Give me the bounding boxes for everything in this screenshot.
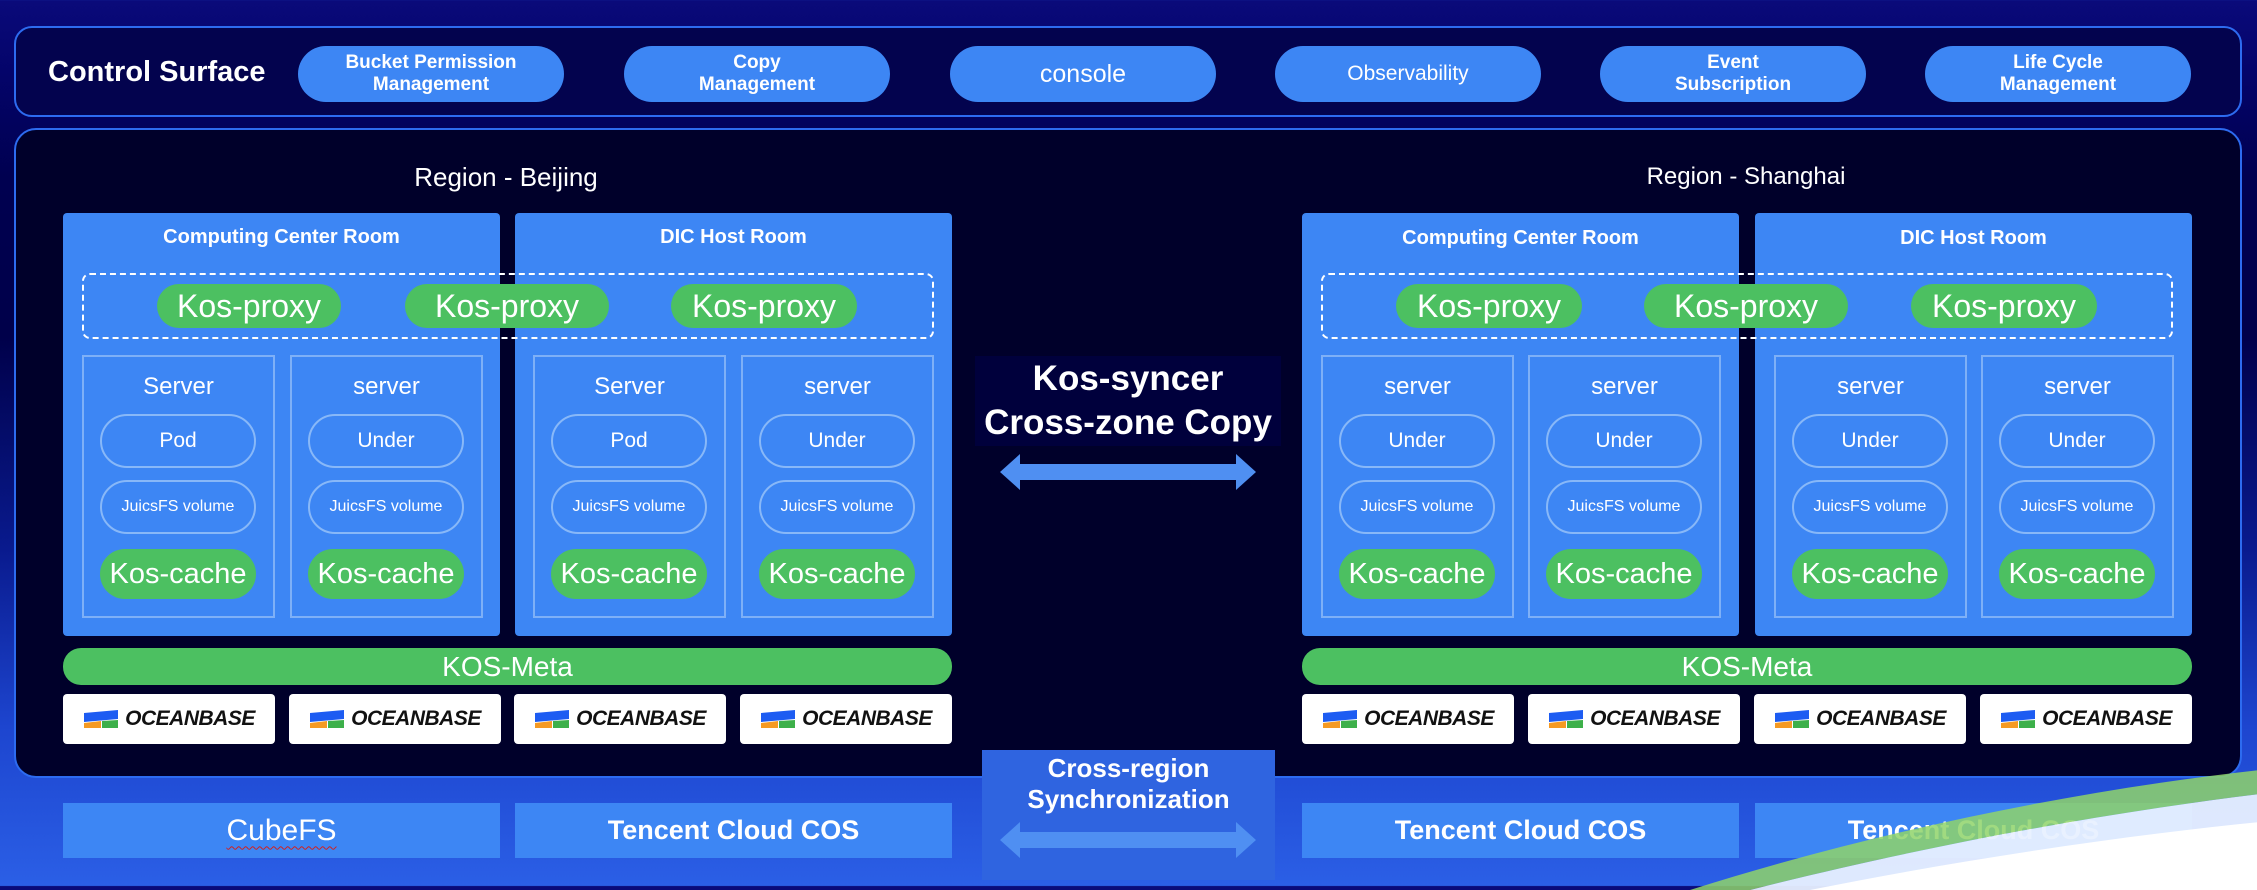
kos-cache[interactable]: Kos-cache [308, 549, 464, 599]
oceanbase-logo-icon [1323, 710, 1358, 728]
server-column [1321, 355, 1514, 618]
kos-proxy[interactable]: Kos-proxy [1911, 284, 2097, 328]
oceanbase-label: OCEANBASE [802, 707, 932, 730]
copy-management-button[interactable]: Copy Management [624, 46, 890, 102]
tencent-cloud-cos-storage[interactable]: Tencent Cloud COS [515, 803, 952, 858]
oceanbase-logo-icon [761, 710, 796, 728]
oceanbase-label: OCEANBASE [2042, 707, 2172, 730]
room-title: Computing Center Room [1402, 226, 1639, 249]
oceanbase-label: OCEANBASE [125, 707, 255, 730]
double-arrow-icon [1000, 822, 1256, 858]
kos-proxy[interactable]: Kos-proxy [671, 284, 857, 328]
oceanbase-tile: OCEANBASE [63, 694, 275, 744]
juicefs-volume-node[interactable]: JuicsFS volume [1546, 480, 1702, 534]
server-column [741, 355, 934, 618]
double-arrow-icon [1000, 454, 1256, 490]
shanghai-proxy-group [1321, 273, 2173, 339]
region-beijing-title: Region - Beijing [414, 161, 598, 192]
region-shanghai-title: Region - Shanghai [1646, 163, 1846, 190]
kos-proxy[interactable]: Kos-proxy [405, 284, 609, 328]
under-node[interactable]: Under [759, 414, 915, 468]
kos-cache[interactable]: Kos-cache [759, 549, 915, 599]
oceanbase-label: OCEANBASE [1364, 707, 1494, 730]
server-column [1981, 355, 2174, 618]
oceanbase-tile: OCEANBASE [514, 694, 726, 744]
juicefs-volume-node[interactable]: JuicsFS volume [100, 480, 256, 534]
kos-proxy[interactable]: Kos-proxy [1396, 284, 1582, 328]
room-title: DIC Host Room [660, 225, 807, 248]
oceanbase-logo-icon [2001, 710, 2036, 728]
under-node[interactable]: Under [308, 414, 464, 468]
beijing-proxy-group [82, 273, 934, 339]
kos-cache[interactable]: Kos-cache [551, 549, 707, 599]
kos-meta-bar[interactable]: KOS-Meta [63, 648, 952, 685]
server-title: Server [143, 373, 214, 400]
kos-proxy[interactable]: Kos-proxy [1644, 284, 1848, 328]
server-column [1528, 355, 1721, 618]
oceanbase-label: OCEANBASE [576, 707, 706, 730]
juicefs-volume-node[interactable]: JuicsFS volume [551, 480, 707, 534]
kos-cache[interactable]: Kos-cache [1792, 549, 1948, 599]
kos-cache[interactable]: Kos-cache [100, 549, 256, 599]
server-column [533, 355, 726, 618]
juicefs-volume-node[interactable]: JuicsFS volume [1339, 480, 1495, 534]
server-column [290, 355, 483, 618]
under-node[interactable]: Under [1999, 414, 2155, 468]
life-cycle-management-button[interactable]: Life Cycle Management [1925, 46, 2191, 102]
kos-cache[interactable]: Kos-cache [1999, 549, 2155, 599]
room-title: DIC Host Room [1900, 226, 2047, 249]
server-column [82, 355, 275, 618]
kos-cache[interactable]: Kos-cache [1546, 549, 1702, 599]
cross-region-sync-label: Cross-region Synchronization [1027, 753, 1230, 814]
juicefs-volume-node[interactable]: JuicsFS volume [308, 480, 464, 534]
oceanbase-tile: OCEANBASE [289, 694, 501, 744]
juicefs-volume-node[interactable]: JuicsFS volume [759, 480, 915, 534]
control-surface-title: Control Surface [48, 55, 266, 88]
pod-node[interactable]: Pod [551, 414, 707, 468]
kos-meta-bar[interactable]: KOS-Meta [1302, 648, 2192, 685]
room-title: Computing Center Room [163, 225, 400, 248]
oceanbase-label: OCEANBASE [1816, 707, 1946, 730]
server-title: server [1591, 373, 1658, 400]
pod-node[interactable]: Pod [100, 414, 256, 468]
server-title: server [804, 373, 871, 400]
oceanbase-label: OCEANBASE [351, 707, 481, 730]
decorative-swoosh [1690, 770, 2257, 890]
oceanbase-tile: OCEANBASE [740, 694, 952, 744]
kos-proxy[interactable]: Kos-proxy [157, 284, 341, 328]
under-node[interactable]: Under [1546, 414, 1702, 468]
event-subscription-button[interactable]: Event Subscription [1600, 46, 1866, 102]
oceanbase-tile: OCEANBASE [1754, 694, 1966, 744]
cubefs-label: CubeFS [226, 813, 337, 847]
tencent-cloud-cos-storage[interactable]: Tencent Cloud COS [1302, 803, 1739, 858]
console-button[interactable]: console [950, 46, 1216, 102]
oceanbase-logo-icon [1775, 710, 1810, 728]
server-title: server [353, 373, 420, 400]
cross-region-sync-box [982, 750, 1275, 880]
observability-button[interactable]: Observability [1275, 46, 1541, 102]
server-column [1774, 355, 1967, 618]
juicefs-volume-node[interactable]: JuicsFS volume [1999, 480, 2155, 534]
kos-syncer-label: Kos-syncer Cross-zone Copy [975, 356, 1281, 446]
bucket-permission-management-button[interactable]: Bucket Permission Management [298, 46, 564, 102]
kos-cache[interactable]: Kos-cache [1339, 549, 1495, 599]
server-title: server [2044, 373, 2111, 400]
oceanbase-label: OCEANBASE [1590, 707, 1720, 730]
under-node[interactable]: Under [1339, 414, 1495, 468]
under-node[interactable]: Under [1792, 414, 1948, 468]
oceanbase-tile: OCEANBASE [1980, 694, 2192, 744]
server-title: Server [594, 373, 665, 400]
cubefs-storage[interactable]: CubeFS [63, 803, 500, 858]
server-title: server [1837, 373, 1904, 400]
oceanbase-logo-icon [84, 710, 119, 728]
oceanbase-tile: OCEANBASE [1528, 694, 1740, 744]
oceanbase-logo-icon [1549, 710, 1584, 728]
oceanbase-tile: OCEANBASE [1302, 694, 1514, 744]
oceanbase-logo-icon [310, 710, 345, 728]
oceanbase-logo-icon [535, 710, 570, 728]
juicefs-volume-node[interactable]: JuicsFS volume [1792, 480, 1948, 534]
server-title: server [1384, 373, 1451, 400]
